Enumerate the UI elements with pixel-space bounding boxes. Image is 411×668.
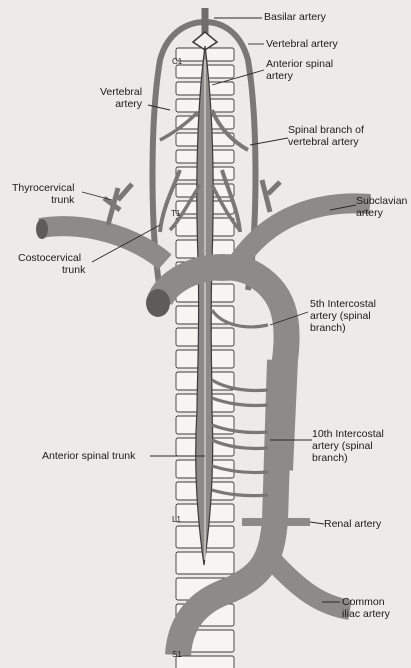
subclavian-artery-left [229,193,371,268]
aortic-arch [147,254,300,471]
thyrocervical-branches [102,182,134,226]
label-basilar-artery: Basilar artery [264,11,326,23]
level-l1: L1 [172,515,181,524]
label-renal-artery: Renal artery [324,518,382,530]
aorta-cut [146,289,170,317]
descending-aorta [165,359,293,657]
thyrocervical-branches-left [259,179,282,213]
costocervical-trunk-vessel [158,169,242,233]
subclavian-artery-right [38,216,172,270]
intercostal-branches [210,309,269,498]
level-t1: T1 [171,209,181,218]
common-iliac-left [264,553,352,620]
leader-lines [81,17,357,603]
subclavian-cut-right [36,219,48,239]
vertebral-body [175,655,235,668]
label-vertebral-artery-right: Vertebral artery [266,38,338,50]
level-c1: C1 [172,57,183,66]
spinal-branch-vessel [210,109,249,152]
level-s1: S1 [172,650,182,659]
circle-of-willis [191,31,219,51]
label-anterior-spinal-trunk: Anterior spinal trunk [42,450,136,462]
